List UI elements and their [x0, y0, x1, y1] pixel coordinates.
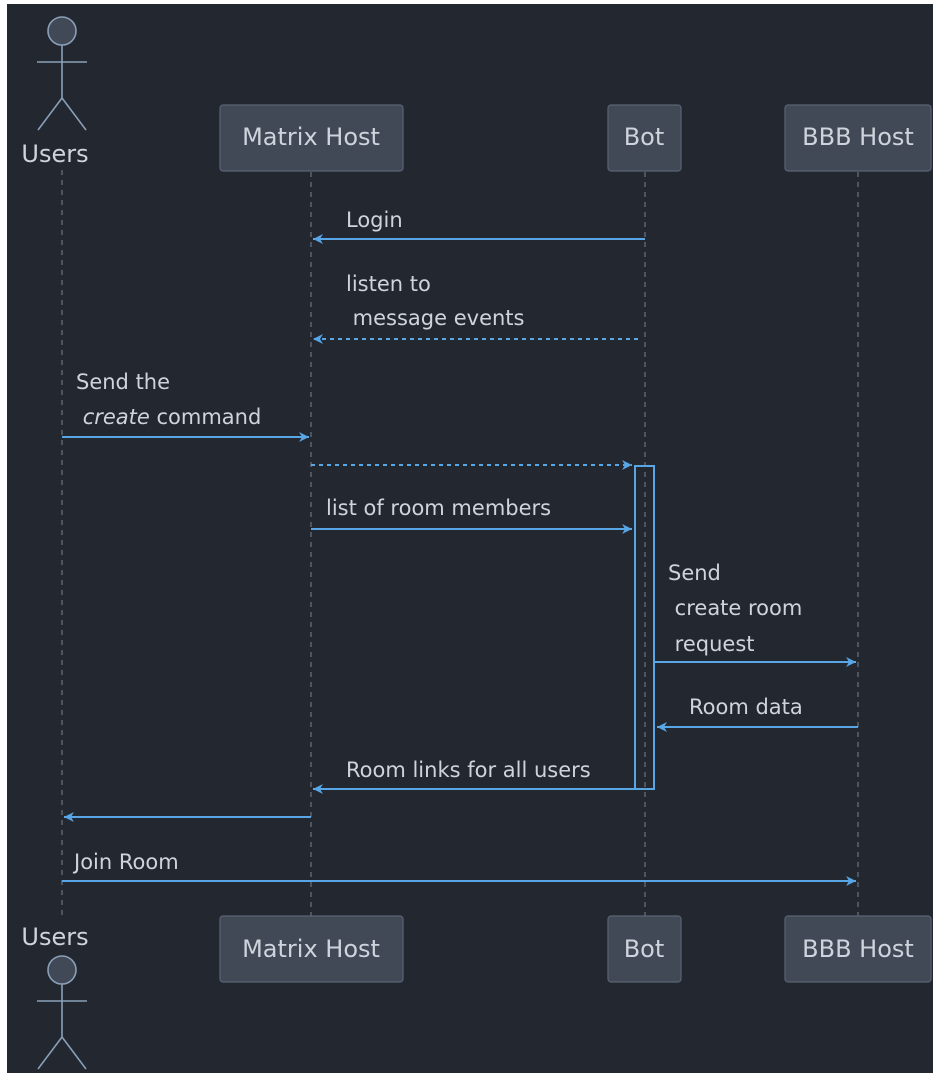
- participant-label-users-top: Users: [21, 140, 88, 168]
- participant-label-matrix-host-bottom: Matrix Host: [242, 935, 380, 963]
- message-label-create-line3: request: [668, 632, 755, 656]
- participant-bot-bottom: Bot: [607, 915, 682, 983]
- message-room-members: list of room members: [311, 496, 632, 534]
- message-login: Login: [313, 208, 645, 244]
- actor-users-bottom: Users: [21, 923, 89, 1070]
- message-join-room: Join Room: [62, 850, 856, 886]
- message-label-send-italic: create: [83, 405, 150, 429]
- message-label-room-data: Room data: [689, 695, 803, 719]
- bot-activation-bar: [634, 465, 655, 790]
- message-label-listen-line1: listen to: [346, 272, 431, 296]
- participant-bbb-host-bottom: BBB Host: [784, 915, 932, 983]
- message-listen-events: listen to message events: [313, 272, 638, 344]
- participant-bbb-host-top: BBB Host: [784, 104, 932, 172]
- participant-label-matrix-host-top: Matrix Host: [242, 123, 380, 151]
- participant-label-users-bottom: Users: [21, 923, 88, 951]
- message-label-create-line1: Send: [668, 561, 721, 585]
- message-label-send-rest: command: [150, 405, 262, 429]
- participant-matrix-host-top: Matrix Host: [219, 104, 404, 172]
- participant-matrix-host-bottom: Matrix Host: [219, 915, 404, 983]
- sequence-diagram: Users Matrix Host Bot BBB Host Login lis…: [7, 4, 933, 1073]
- participant-label-bot-top: Bot: [624, 123, 665, 151]
- message-label-send-line1: Send the: [76, 370, 170, 394]
- participant-label-bot-bottom: Bot: [624, 935, 665, 963]
- actor-head-icon: [47, 16, 77, 46]
- message-label-room-members: list of room members: [326, 496, 551, 520]
- participant-bot-top: Bot: [607, 104, 682, 172]
- message-label-login: Login: [346, 208, 403, 232]
- actor-users-top: Users: [21, 16, 89, 168]
- participant-label-bbb-host-top: BBB Host: [802, 123, 914, 151]
- message-room-data: Room data: [657, 695, 858, 732]
- message-label-listen-line2: message events: [346, 306, 524, 330]
- message-send-create: Send the create command: [62, 370, 309, 442]
- message-label-join-room: Join Room: [72, 850, 179, 874]
- actor-head-icon: [47, 955, 77, 985]
- message-room-links: Room links for all users: [313, 758, 635, 794]
- message-label-room-links: Room links for all users: [346, 758, 591, 782]
- sequence-diagram-canvas: Users Matrix Host Bot BBB Host Login lis…: [21, 16, 932, 1070]
- message-create-room-request: Send create room request: [654, 561, 856, 667]
- message-label-send-line2: create command: [76, 405, 261, 429]
- participant-label-bbb-host-bottom: BBB Host: [802, 935, 914, 963]
- message-label-create-line2: create room: [668, 596, 802, 620]
